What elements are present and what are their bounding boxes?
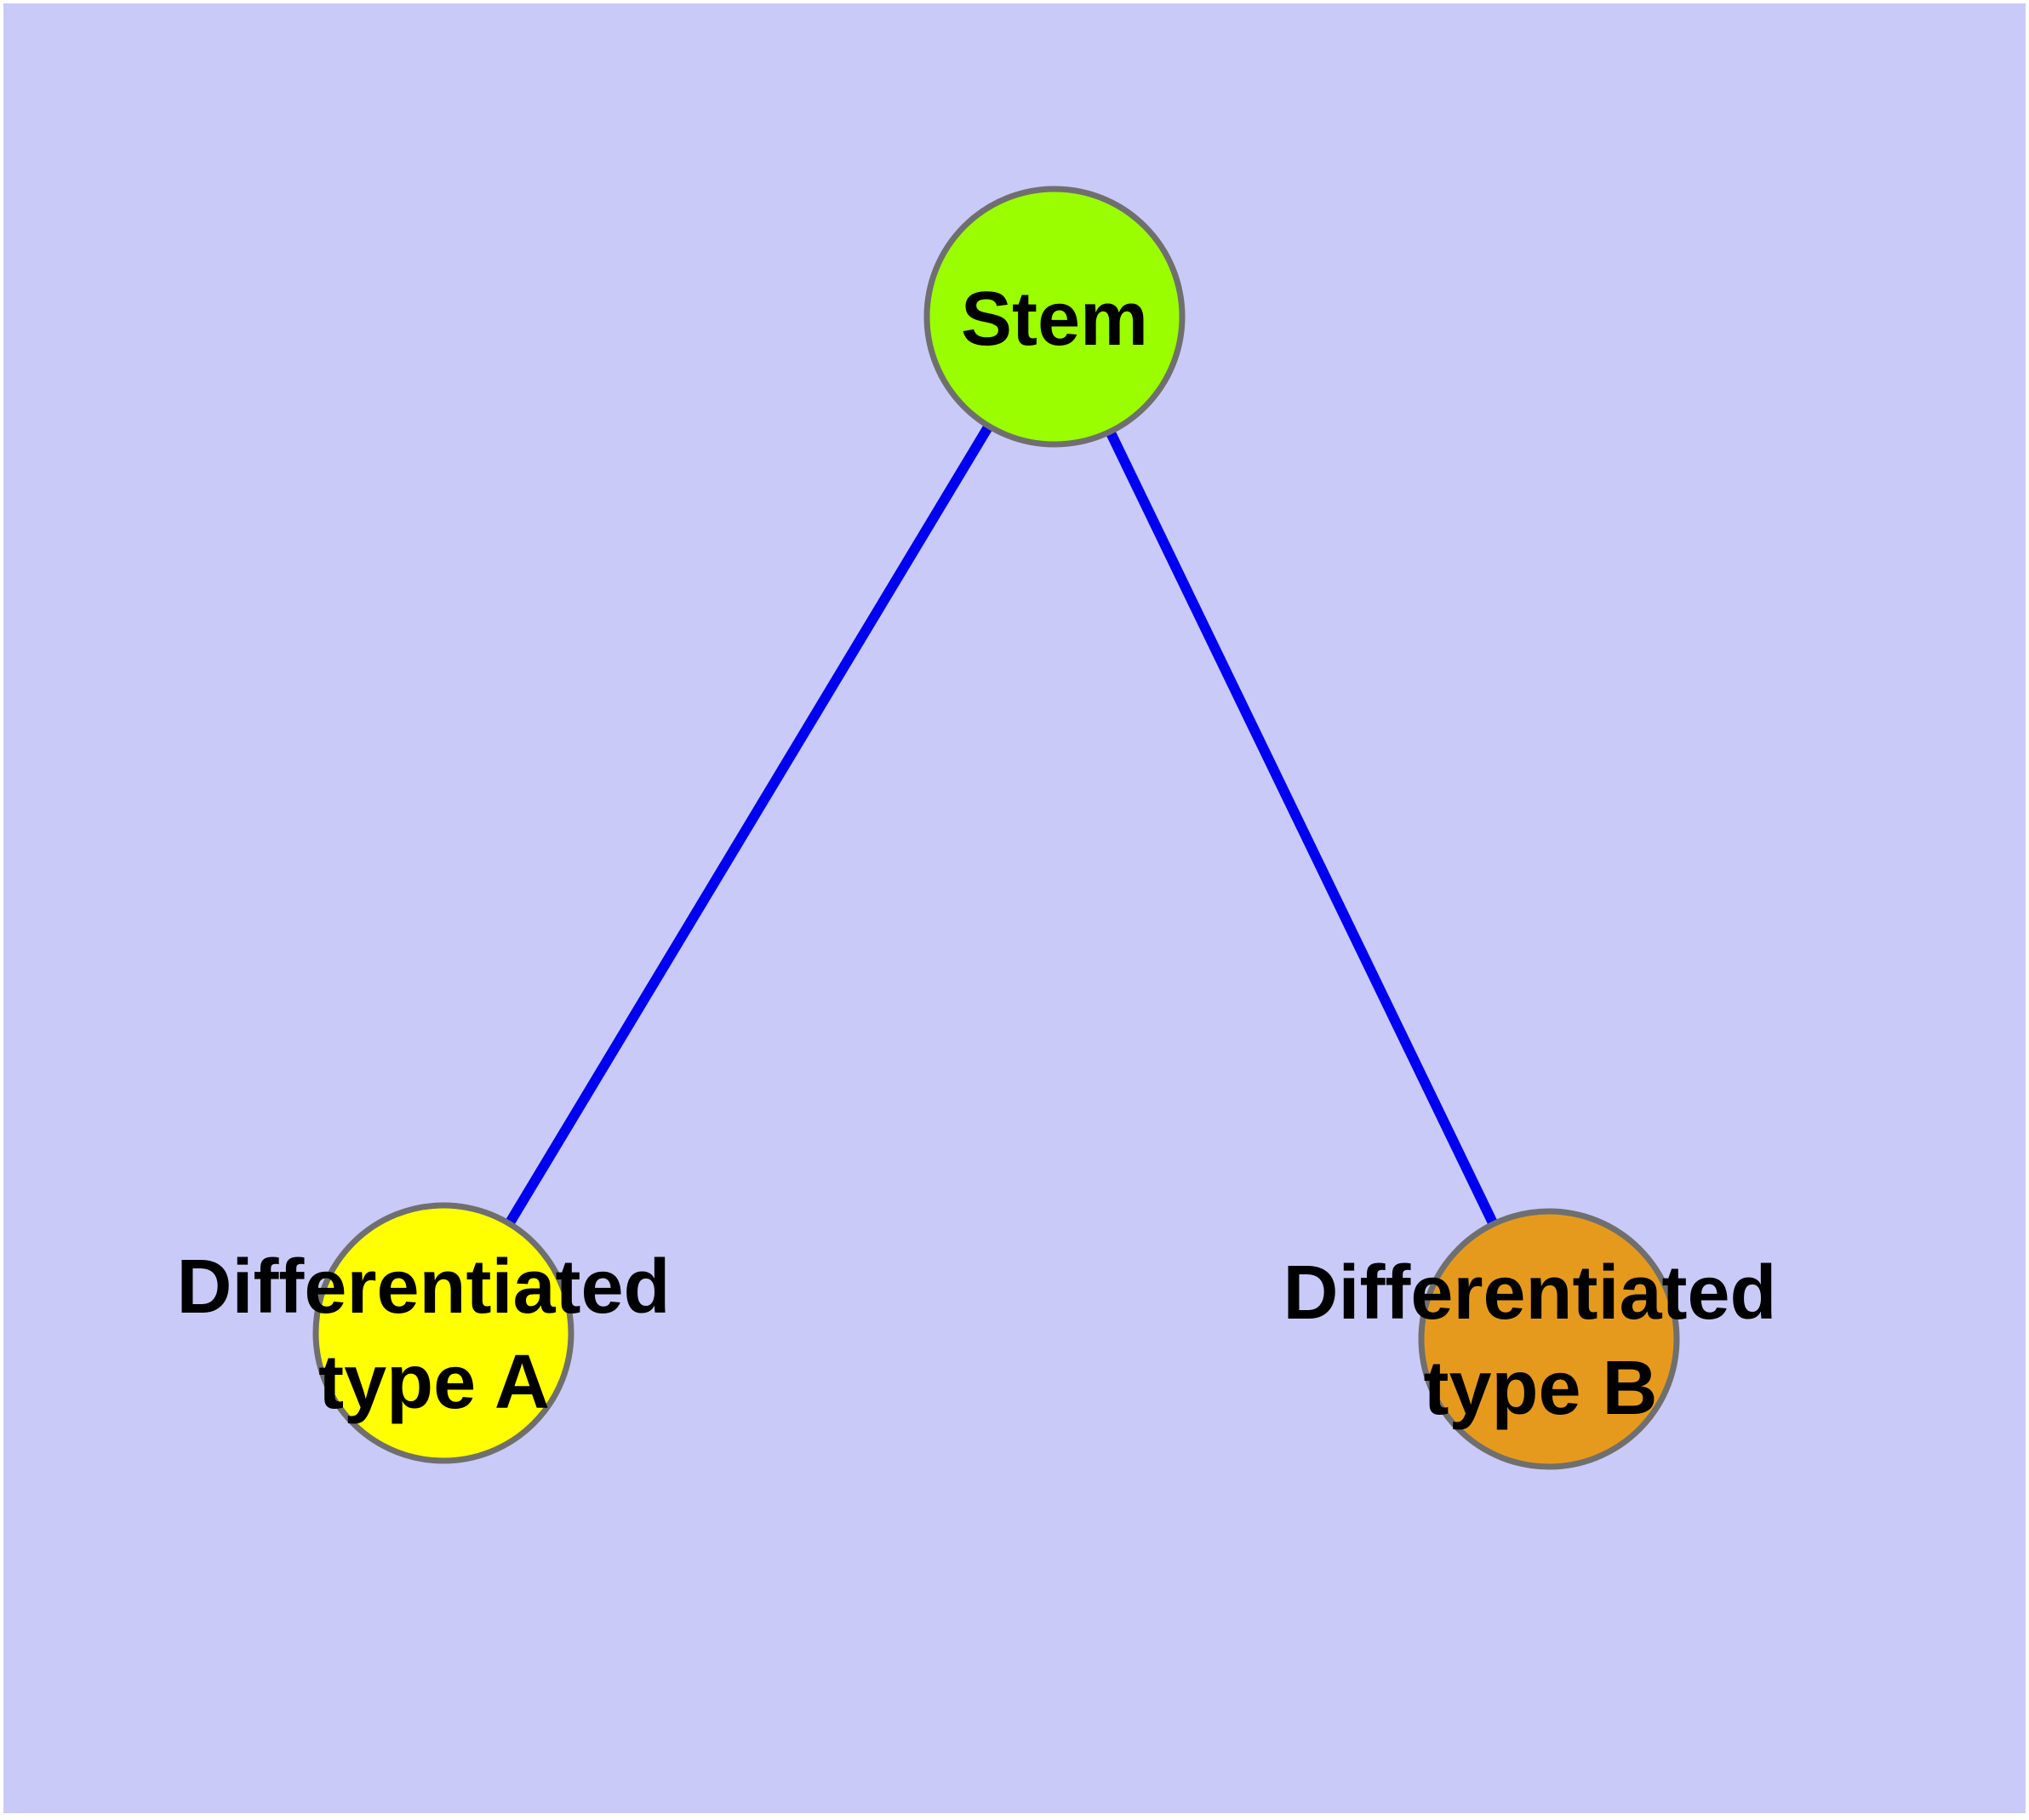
node-type-a: Differentiated type A <box>176 1202 691 1464</box>
edge-stem-to-type-b <box>1049 314 1554 1342</box>
node-type-b-label-line1: Differentiated <box>1283 1251 1776 1336</box>
node-type-a-circle <box>312 1202 574 1464</box>
node-type-b-label: Differentiated type B <box>1283 1251 1798 1431</box>
node-type-b: Differentiated type B <box>1283 1208 1798 1470</box>
node-stem-label: Stem <box>961 277 1148 362</box>
node-type-a-label: Differentiated type A <box>176 1245 691 1425</box>
node-type-b-circle <box>1418 1208 1680 1470</box>
node-type-a-label-line2: type A <box>318 1340 550 1425</box>
node-type-b-label-line2: type B <box>1423 1346 1657 1431</box>
node-stem: Stem <box>923 186 1186 448</box>
edge-stem-to-type-a <box>438 313 1060 1336</box>
node-type-a-label-line1: Differentiated <box>176 1245 670 1330</box>
node-stem-circle <box>923 186 1186 448</box>
